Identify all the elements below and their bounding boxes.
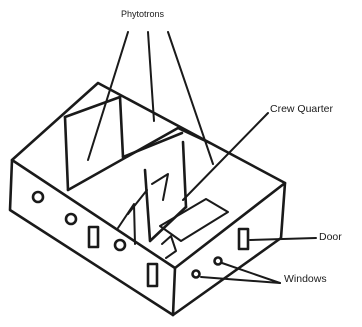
crew-quarter-bunk-frame xyxy=(118,174,168,244)
partition-phytotron-divider-1 xyxy=(120,97,123,157)
door-label: Door xyxy=(319,232,342,243)
partition-center-short xyxy=(123,133,182,157)
front-hatch-right xyxy=(148,264,157,286)
door-icon xyxy=(239,229,248,249)
phytotrons-leader-2 xyxy=(148,32,154,121)
window-circle-5 xyxy=(215,258,222,265)
phytotrons-label: Phytotrons xyxy=(121,10,164,19)
partition-left xyxy=(65,117,68,190)
crew-quarter-partition-step xyxy=(162,236,176,258)
crew-quarter-leader xyxy=(183,113,268,200)
windows-label: Windows xyxy=(284,274,327,285)
window-circle-2 xyxy=(66,214,76,224)
partition-phytotron-divider-2 xyxy=(65,97,120,117)
window-circle-4 xyxy=(193,271,200,278)
front-hatch-left xyxy=(89,227,98,247)
phytotrons-leader-3 xyxy=(168,32,213,164)
door-leader xyxy=(250,238,316,240)
window-circle-1 xyxy=(33,192,43,202)
window-circle-3 xyxy=(115,240,125,250)
crew-quarter-label: Crew Quarter xyxy=(270,104,333,115)
box-side-wall xyxy=(173,183,285,315)
